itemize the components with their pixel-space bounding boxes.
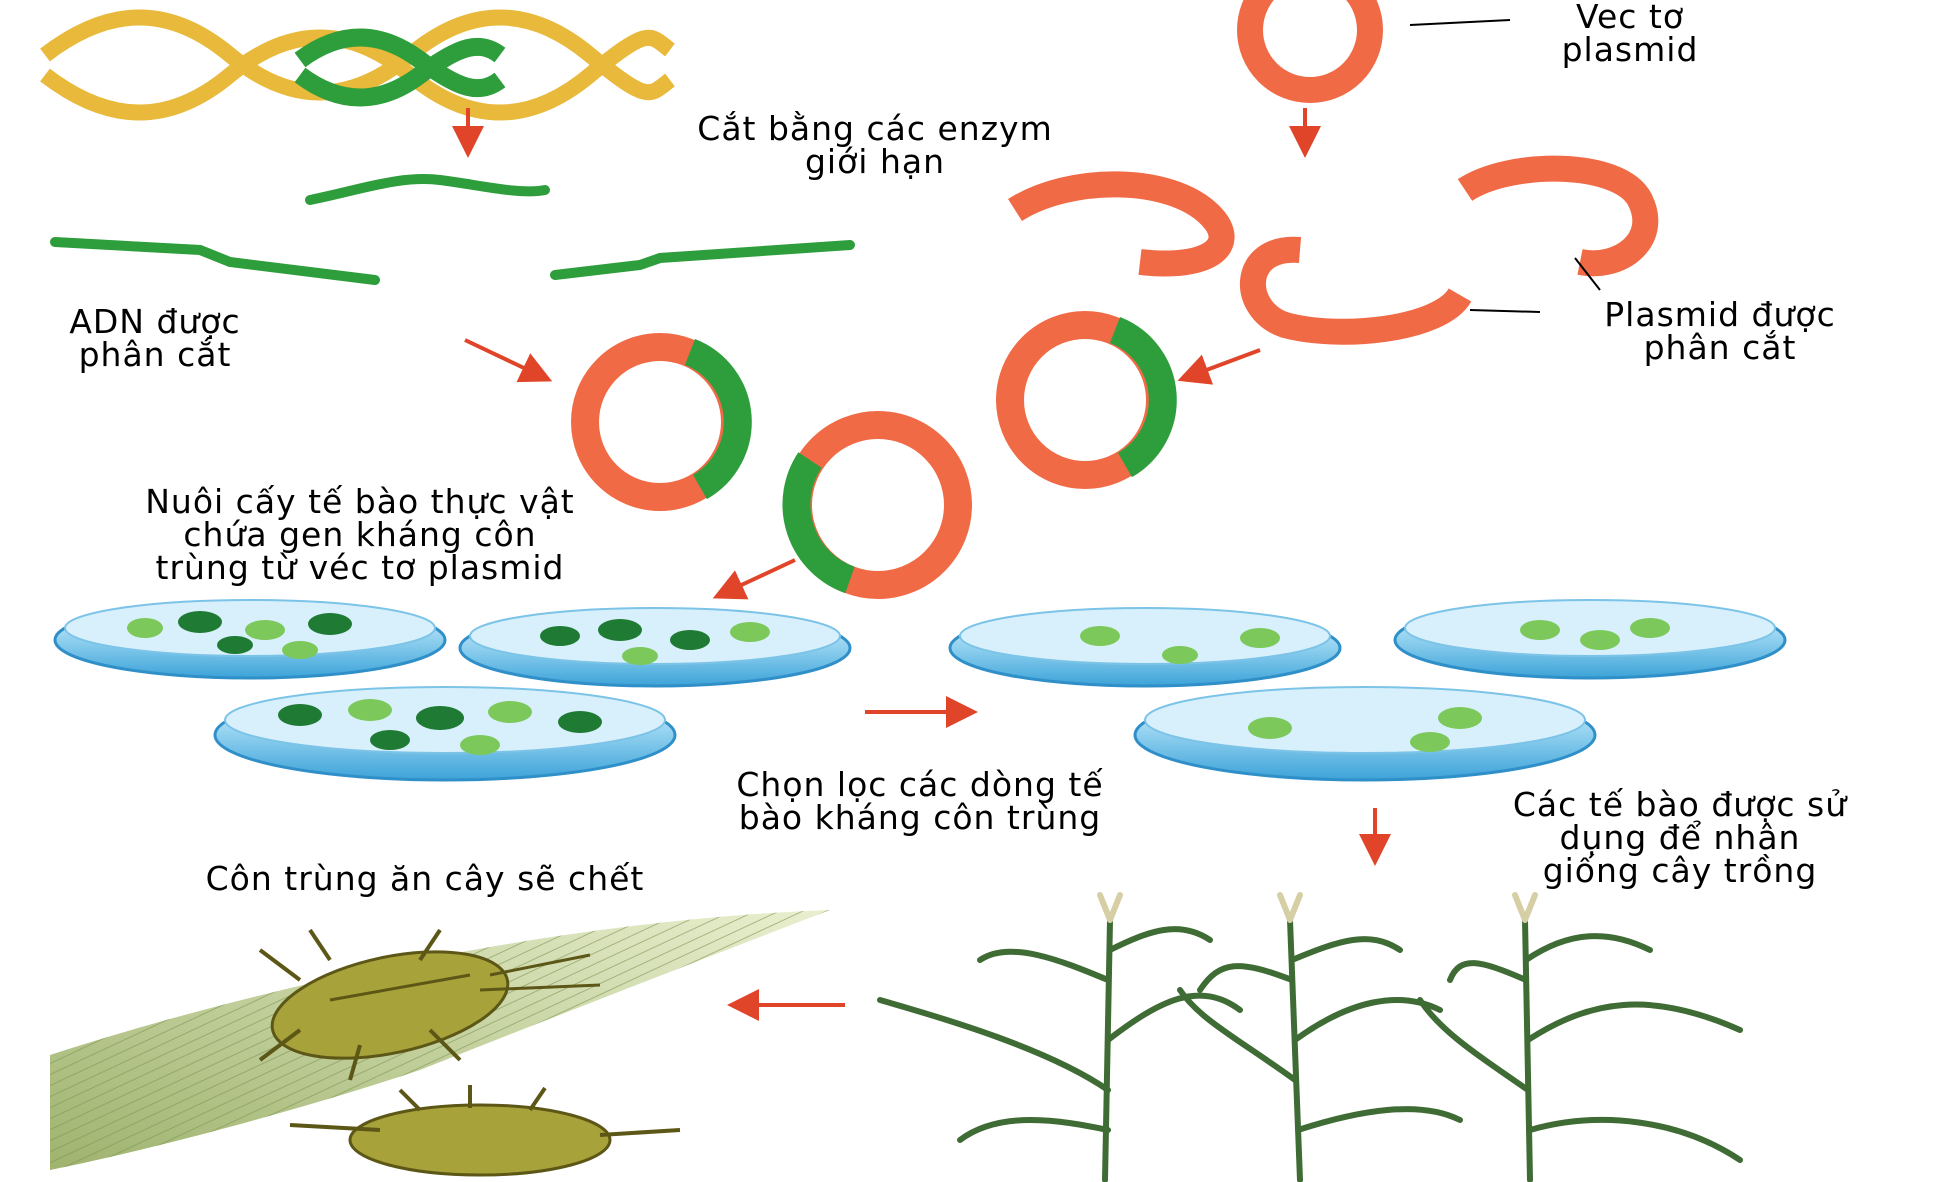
corn-plant-2 <box>1180 895 1460 1180</box>
dna-fragments <box>55 179 850 280</box>
label-plasmid-cut: Plasmid được phân cắt <box>1530 298 1910 364</box>
label-line: Nuôi cấy tế bào thực vật <box>30 485 690 518</box>
label-line: bào kháng côn trùng <box>640 801 1200 834</box>
corn-plant-1 <box>880 895 1240 1180</box>
label-vector-plasmid: Vec tơ plasmid <box>1530 0 1730 66</box>
label-line: phân cắt <box>1530 331 1910 364</box>
label-line: Plasmid được <box>1530 298 1910 331</box>
label-line: Cắt bằng các enzym <box>595 112 1155 145</box>
label-line: giới hạn <box>595 145 1155 178</box>
label-line: Côn trùng ăn cây sẽ chết <box>85 862 765 895</box>
label-line: ADN được <box>10 305 300 338</box>
label-line: trùng từ véc tơ plasmid <box>30 551 690 584</box>
label-line: Chọn lọc các dòng tế <box>640 768 1200 801</box>
plasmid-pointer <box>1410 20 1510 25</box>
label-culture: Nuôi cấy tế bào thực vật chứa gen kháng … <box>30 485 690 584</box>
insect-dead-icon <box>290 1085 680 1175</box>
label-line: Vec tơ <box>1530 0 1730 33</box>
label-line: chứa gen kháng côn <box>30 518 690 551</box>
label-line: dụng để nhân <box>1420 821 1940 854</box>
petri-dishes-selected <box>950 600 1785 780</box>
label-line: phân cắt <box>10 338 300 371</box>
corn-plants <box>880 895 1740 1180</box>
plasmid-vector <box>1250 0 1370 90</box>
label-restriction-enzyme: Cắt bằng các enzym giới hạn <box>595 112 1155 178</box>
label-dna-cut: ADN được phân cắt <box>10 305 300 371</box>
label-selection: Chọn lọc các dòng tế bào kháng côn trùng <box>640 768 1200 834</box>
label-line: plasmid <box>1530 33 1730 66</box>
corn-plant-3 <box>1420 895 1740 1180</box>
label-line: Các tế bào được sử <box>1420 788 1940 821</box>
dna-helix <box>45 18 670 113</box>
label-line: giống cây trồng <box>1420 854 1940 887</box>
petri-dishes-culture <box>55 600 850 780</box>
label-insect-dies: Côn trùng ăn cây sẽ chết <box>85 862 765 895</box>
leaf-with-insects <box>50 910 830 1175</box>
label-propagation: Các tế bào được sử dụng để nhân giống câ… <box>1420 788 1940 887</box>
